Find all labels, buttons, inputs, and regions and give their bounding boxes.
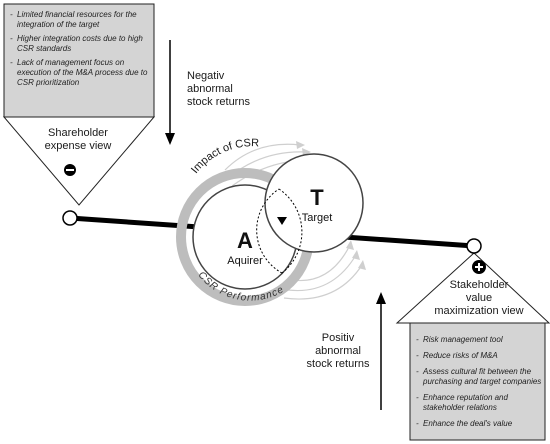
acquirer-letter: A (237, 228, 253, 253)
shareholder-title-line2: expense view (44, 140, 112, 152)
list-item: Limited financial resources for the inte… (10, 10, 150, 30)
list-item: Reduce risks of M&A (416, 351, 546, 361)
shareholder-view-title: Shareholder expense view (22, 127, 134, 153)
negative-returns-line2: abnormal (187, 83, 233, 95)
stakeholder-value-list: Risk management tool Reduce risks of M&A… (416, 335, 546, 435)
impact-arrows (224, 143, 363, 300)
target-label: Target (302, 212, 333, 224)
overlap-dotted-outline (278, 188, 303, 274)
shareholder-title-line1: Shareholder (48, 127, 108, 139)
list-item: Enhance the deal's value (416, 419, 546, 429)
triangle-down-icon (277, 217, 287, 225)
positive-returns-arrow (376, 292, 386, 410)
overlap-dotted-outline-2 (256, 188, 283, 274)
positive-returns-label: Positiv abnormal stock returns (298, 332, 378, 371)
positive-returns-line1: Positiv (321, 332, 355, 344)
negative-returns-line3: stock returns (187, 96, 250, 108)
stakeholder-view-title: Stakeholder value maximization view (420, 279, 538, 318)
acquirer-label: Aquirer (227, 255, 263, 267)
target-letter: T (310, 185, 324, 210)
plus-sign-vertical (478, 263, 480, 271)
stakeholder-node (466, 238, 482, 254)
positive-returns-line2: abnormal (315, 345, 361, 357)
list-item: Higher integration costs due to high CSR… (10, 34, 150, 54)
negative-returns-label: Negativ abnormal stock returns (187, 70, 277, 109)
shareholder-node (62, 210, 78, 226)
stakeholder-title-line2: value (465, 292, 493, 304)
negative-returns-arrow (165, 40, 175, 145)
list-item: Assess cultural fit between the purchasi… (416, 367, 546, 387)
negative-returns-line1: Negativ (187, 70, 225, 82)
stakeholder-title-line3: maximization view (434, 305, 524, 317)
list-item: Lack of management focus on execution of… (10, 58, 150, 88)
shareholder-funnel (2, 116, 156, 206)
list-item: Enhance reputation and stakeholder relat… (416, 393, 546, 413)
stakeholder-title-line1: Stakeholder (449, 279, 509, 291)
positive-returns-line3: stock returns (306, 358, 370, 370)
list-item: Risk management tool (416, 335, 546, 345)
shareholder-expense-list: Limited financial resources for the inte… (10, 10, 150, 92)
minus-sign-bar (66, 169, 74, 171)
